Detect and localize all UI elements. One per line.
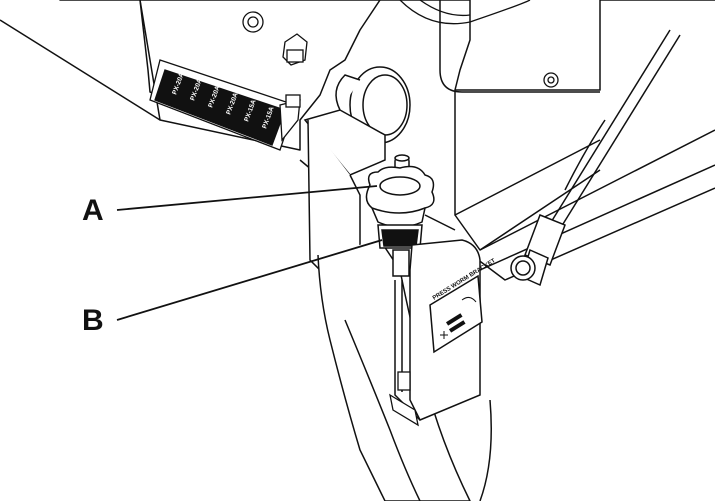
top-curves	[399, 0, 531, 25]
fuse-block	[149, 59, 301, 151]
rod-assembly	[510, 29, 681, 287]
callout-label-a: A	[82, 194, 104, 227]
callout-leaders	[116, 185, 383, 321]
lock-collar	[377, 224, 423, 277]
bracket	[394, 239, 483, 421]
elbow-pipe	[303, 66, 411, 281]
callout-label-b: B	[82, 304, 104, 337]
cable-clip	[389, 371, 419, 427]
leader-a	[116, 185, 378, 211]
fitting-small	[242, 11, 559, 88]
leader-b	[116, 239, 383, 321]
adjustment-knob	[365, 154, 435, 228]
